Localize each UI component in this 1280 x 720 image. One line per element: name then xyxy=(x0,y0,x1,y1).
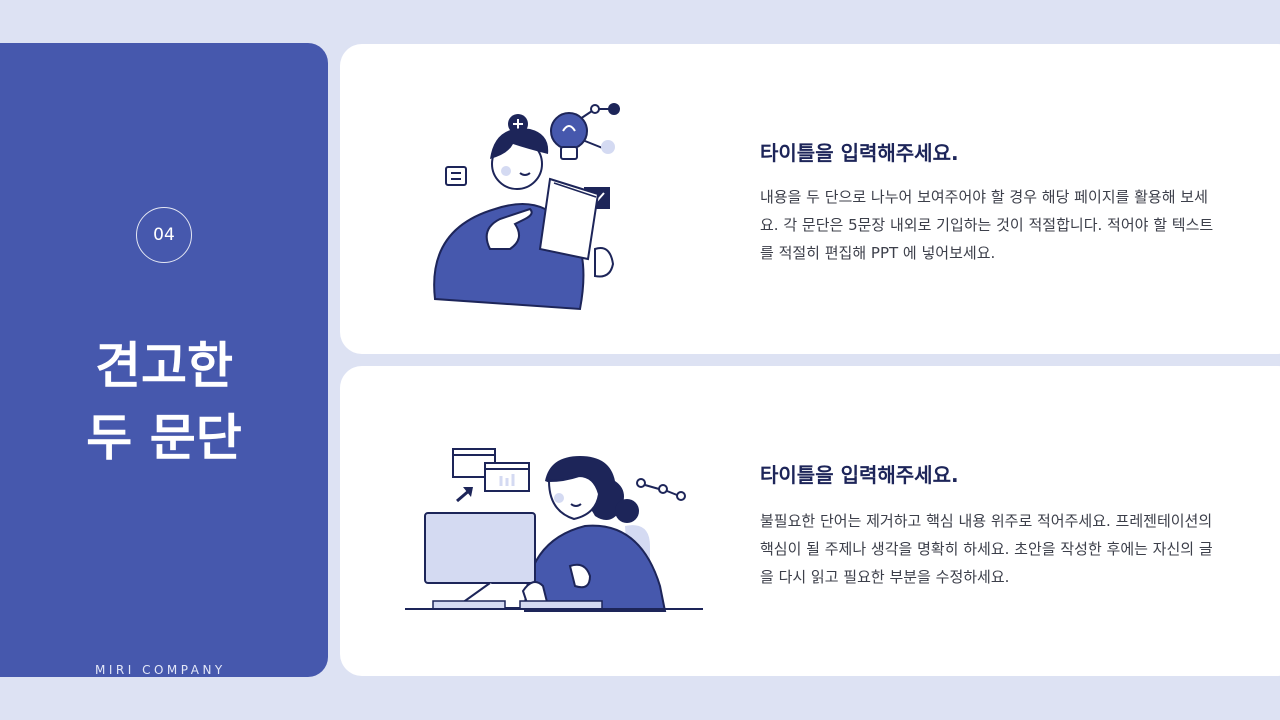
slide-title-line2: 두 문단 xyxy=(86,409,242,467)
person-reading-idea-icon xyxy=(433,103,620,311)
person-at-computer-icon xyxy=(405,448,703,612)
card-1-title: 타이틀을 입력해주세요. xyxy=(760,141,959,165)
card-2-body: 불필요한 단어는 제거하고 핵심 내용 위주로 적어주세요. 프레젠테이션의 핵… xyxy=(760,512,1213,586)
section-number-badge: 04 xyxy=(136,207,192,263)
card-1-body: 내용을 두 단으로 나누어 보여주어야 할 경우 해당 페이지를 활용해 보세요… xyxy=(760,188,1214,262)
content-card-2: 타이틀을 입력해주세요. 불필요한 단어는 제거하고 핵심 내용 위주로 적어주… xyxy=(340,366,1280,676)
content-card-1: 타이틀을 입력해주세요. 내용을 두 단으로 나누어 보여주어야 할 경우 해당… xyxy=(340,44,1280,354)
sidebar-panel: 04 견고한 두 문단 MIRI COMPANY xyxy=(0,43,328,677)
slide-title-line1: 견고한 xyxy=(95,337,233,395)
company-name: MIRI COMPANY xyxy=(95,663,226,677)
card-2-title: 타이틀을 입력해주세요. xyxy=(760,463,959,487)
